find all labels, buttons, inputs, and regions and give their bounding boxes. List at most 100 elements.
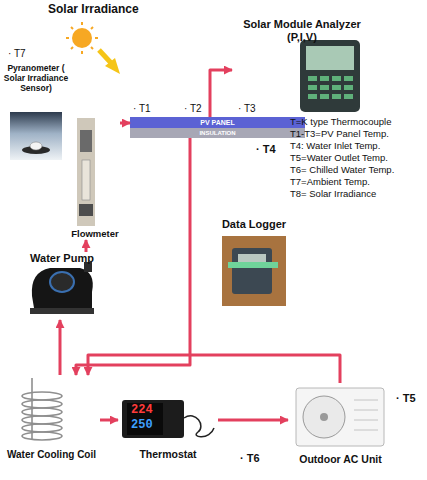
flowmeter-body xyxy=(77,118,95,226)
sensor-callout: · T7 xyxy=(8,48,26,59)
pump-body xyxy=(32,268,93,308)
ac-fan xyxy=(303,396,345,438)
key-line: T4: Water Inlet Temp. xyxy=(290,141,380,151)
sun-ray xyxy=(91,27,93,29)
sun-ray xyxy=(71,47,73,49)
water-pipe xyxy=(76,138,190,375)
water-pipe xyxy=(85,240,88,252)
device-button xyxy=(332,76,341,81)
device-button xyxy=(308,76,317,81)
coil-turn xyxy=(22,416,62,424)
sensor-callout: · T3 xyxy=(238,103,256,114)
sun-ray xyxy=(81,22,83,25)
sun-rays xyxy=(66,22,98,54)
water-pump-photo xyxy=(30,262,94,314)
device-button xyxy=(344,85,353,90)
sun-icon xyxy=(66,22,120,74)
component-box: Water Cooling Coil xyxy=(3,375,100,460)
water-pipe xyxy=(210,70,232,117)
thermostat-display xyxy=(127,403,163,435)
thermostat-body xyxy=(122,400,184,438)
pump-foot xyxy=(30,308,94,314)
sun-disc xyxy=(72,28,92,48)
coil-turn xyxy=(22,392,62,400)
water-pipe xyxy=(218,419,288,422)
component-caption: Flowmeter xyxy=(71,229,119,240)
irradiance-arrow xyxy=(99,50,112,64)
data-logger-photo xyxy=(222,236,286,306)
component-caption: Data Logger xyxy=(222,218,286,231)
sun-ray xyxy=(66,37,69,39)
logger-box xyxy=(222,236,286,306)
key-line: T7=Ambient Temp. xyxy=(290,177,370,187)
title-label: Solar Irradiance xyxy=(48,3,139,16)
component-caption: Thermostat xyxy=(139,448,196,460)
device-screen xyxy=(306,46,354,70)
sensor-callout: · T1 xyxy=(133,103,151,114)
logger-strap xyxy=(228,262,278,268)
display-reading: 250 xyxy=(131,419,153,432)
display-reading: 224 xyxy=(131,404,153,417)
device-button xyxy=(332,94,341,99)
analyzer-device xyxy=(300,40,360,112)
device-button xyxy=(344,76,353,81)
device-body xyxy=(300,40,360,112)
sun-ray xyxy=(81,51,83,54)
component-box: Flowmeter xyxy=(70,114,120,240)
coil-turn xyxy=(22,424,62,432)
coil-turn xyxy=(22,432,62,440)
logger-device xyxy=(232,248,272,294)
device-button xyxy=(344,94,353,99)
component-caption: Outdoor AC Unit xyxy=(299,453,381,465)
device-button xyxy=(332,85,341,90)
ac-casing xyxy=(296,388,384,446)
sun-ray xyxy=(91,47,93,49)
component-caption: Water Cooling Coil xyxy=(7,449,96,461)
key-line: T=K type Thermocouple xyxy=(290,117,391,127)
pump-inlet xyxy=(50,272,74,292)
ac-grille xyxy=(354,400,378,430)
sensor-callout: · T6 xyxy=(240,452,260,464)
flowmeter-part xyxy=(80,130,92,152)
pyranometer-photo xyxy=(10,112,62,160)
key-line: T1-T3=PV Panel Temp. xyxy=(290,129,389,139)
sensor-callout: · T2 xyxy=(184,103,202,114)
flowmeter-part xyxy=(79,204,93,216)
component-box: Data Logger xyxy=(216,218,292,308)
grille-line xyxy=(354,400,378,401)
sensor-callout: · T4 xyxy=(256,143,276,155)
grille-line xyxy=(354,410,378,411)
device-button xyxy=(320,76,329,81)
sensor-callout: · T5 xyxy=(396,392,416,404)
component-box: Pyranometer ( Solar Irradiance Sensor) xyxy=(2,64,70,162)
grille-line xyxy=(354,430,378,431)
water-pipe xyxy=(59,320,62,375)
coil-turn xyxy=(22,408,62,416)
component-caption: Solar Module Analyzer (P,I,V) xyxy=(232,18,372,43)
water-pipe xyxy=(120,122,130,125)
sensor-cable xyxy=(184,416,214,437)
sensor-dome xyxy=(30,142,42,150)
component-box: Outdoor AC Unit xyxy=(288,383,393,465)
irradiance-arrowhead xyxy=(105,58,120,74)
thermostat-device xyxy=(122,400,214,438)
grille-line xyxy=(354,420,378,421)
key-line: T6= Chilled Water Temp. xyxy=(290,165,394,175)
component-caption: Pyranometer ( Solar Irradiance Sensor) xyxy=(2,64,70,93)
sun-ray xyxy=(71,27,73,29)
component-box: Water Pump xyxy=(22,252,102,320)
component-box: PV PANEL xyxy=(130,117,305,128)
sun-ray xyxy=(95,37,98,39)
device-button xyxy=(320,94,329,99)
ac-unit-icon xyxy=(296,388,384,446)
coil-turn xyxy=(22,400,62,408)
flowmeter-photo xyxy=(77,118,95,226)
component-box: INSULATION xyxy=(130,128,305,138)
device-button xyxy=(308,85,317,90)
water-pipe xyxy=(88,355,340,383)
photo-frame xyxy=(10,112,62,160)
water-pipe xyxy=(100,419,118,422)
component-box: Solar Module Analyzer (P,I,V) xyxy=(232,18,372,114)
